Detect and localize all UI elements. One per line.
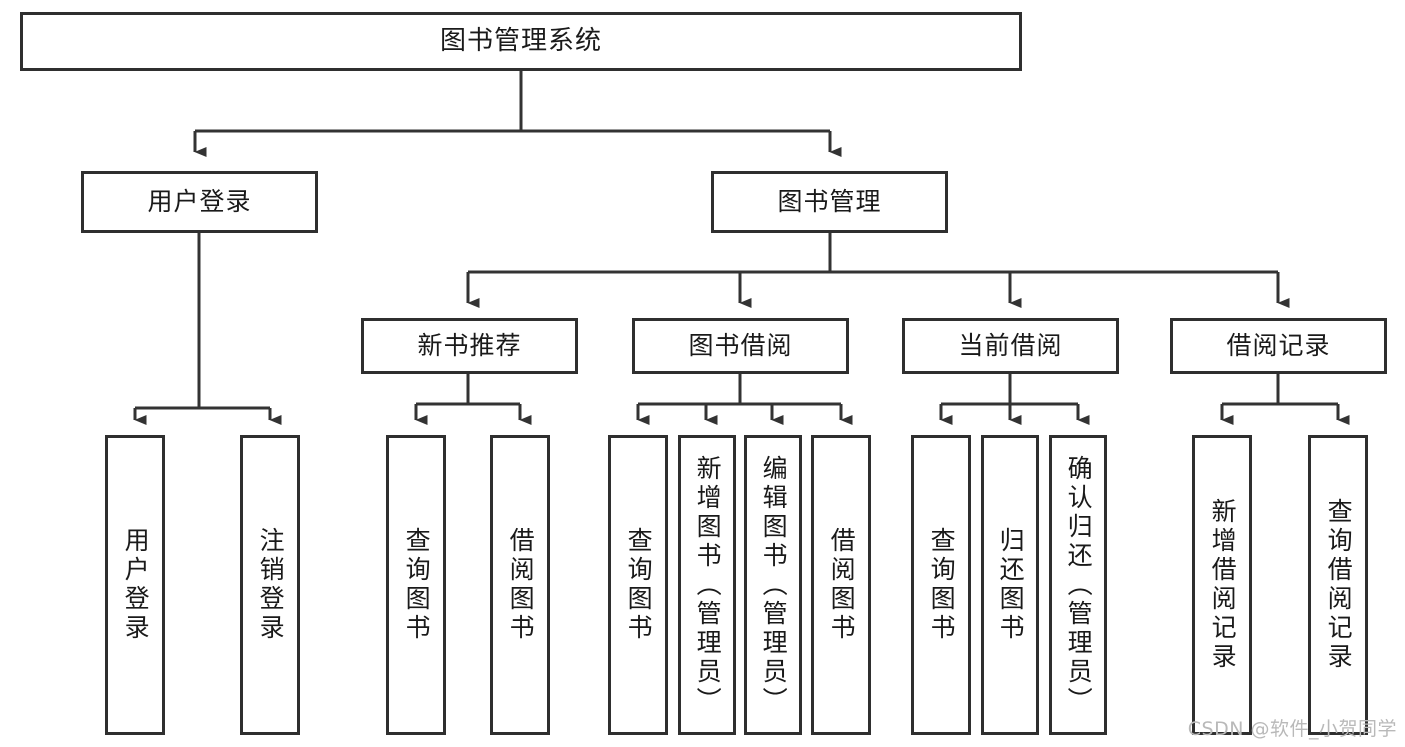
leaf-label: 查询图书 — [402, 527, 432, 643]
leaf-return-book[interactable]: 归还图书 — [981, 435, 1039, 735]
node-book-management[interactable]: 图书管理 — [711, 171, 948, 233]
leaf-label: 注销登录 — [256, 527, 286, 643]
leaf-label: 查询图书 — [927, 527, 957, 643]
leaf-label: 借阅图书 — [827, 527, 857, 643]
leaf-borrow-book-2[interactable]: 借阅图书 — [811, 435, 871, 735]
leaf-label: 借阅图书 — [506, 527, 536, 643]
leaf-user-login[interactable]: 用户登录 — [105, 435, 165, 735]
node-user-login[interactable]: 用户登录 — [81, 171, 318, 233]
leaf-query-book-2[interactable]: 查询图书 — [608, 435, 668, 735]
leaf-query-book-1[interactable]: 查询图书 — [386, 435, 446, 735]
leaf-query-book-3[interactable]: 查询图书 — [911, 435, 971, 735]
node-book-borrow[interactable]: 图书借阅 — [632, 318, 849, 374]
leaf-label: 新增图书（管理员） — [693, 454, 723, 716]
leaf-label: 新增借阅记录 — [1208, 498, 1238, 672]
leaf-label: 确认归还（管理员） — [1064, 454, 1094, 716]
node-new-book-recommend[interactable]: 新书推荐 — [361, 318, 578, 374]
leaf-query-borrow-record[interactable]: 查询借阅记录 — [1308, 435, 1368, 735]
leaf-add-book[interactable]: 新增图书（管理员） — [678, 435, 736, 735]
node-current-borrow[interactable]: 当前借阅 — [902, 318, 1119, 374]
csdn-watermark: CSDN @软件_小贺同学 — [1187, 718, 1397, 740]
leaf-logout-login[interactable]: 注销登录 — [240, 435, 300, 735]
leaf-label: 用户登录 — [121, 527, 151, 643]
leaf-label: 查询借阅记录 — [1324, 498, 1354, 672]
leaf-label: 归还图书 — [996, 527, 1026, 643]
node-root-system[interactable]: 图书管理系统 — [20, 12, 1022, 71]
leaf-borrow-book-1[interactable]: 借阅图书 — [490, 435, 550, 735]
leaf-label: 编辑图书（管理员） — [759, 454, 789, 716]
leaf-add-borrow-record[interactable]: 新增借阅记录 — [1192, 435, 1252, 735]
node-borrow-record[interactable]: 借阅记录 — [1170, 318, 1387, 374]
leaf-edit-book[interactable]: 编辑图书（管理员） — [744, 435, 802, 735]
leaf-confirm-return[interactable]: 确认归还（管理员） — [1049, 435, 1107, 735]
leaf-label: 查询图书 — [624, 527, 654, 643]
